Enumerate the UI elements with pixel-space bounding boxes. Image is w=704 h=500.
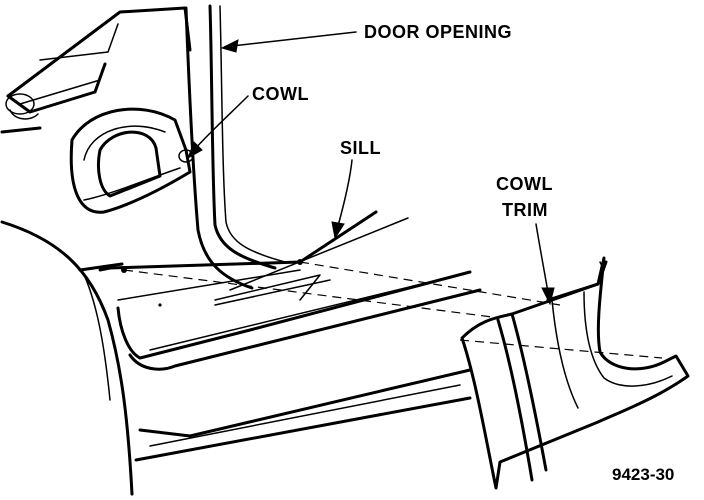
front-body-panel: [0, 220, 472, 496]
label-door-opening: DOOR OPENING: [364, 22, 512, 42]
callout-leaders: [187, 31, 555, 306]
label-sill: SILL: [340, 138, 381, 158]
cowl-trim-part: [460, 256, 690, 490]
label-cowl: COWL: [252, 84, 309, 104]
label-cowl-trim-line1: COWL: [496, 174, 553, 194]
figure-number: 9423-30: [612, 465, 674, 484]
a-pillar: [184, 4, 286, 290]
label-cowl-trim-line2: TRIM: [502, 200, 548, 220]
cowl-panel: [69, 107, 194, 214]
sill: [98, 210, 482, 371]
alignment-lines: [123, 261, 663, 359]
